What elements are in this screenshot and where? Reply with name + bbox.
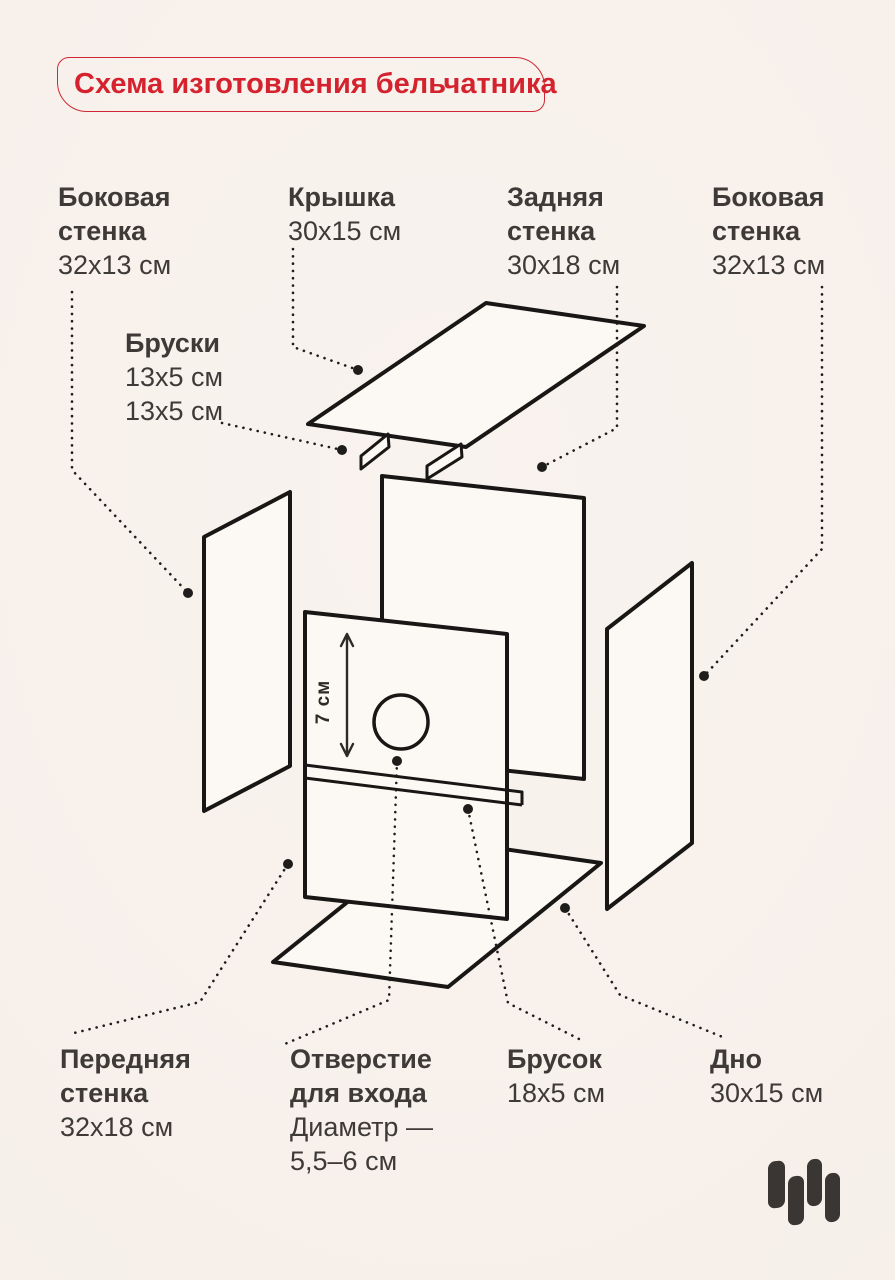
part-size: 5,5–6 см <box>290 1146 398 1176</box>
part-name: Боковая <box>712 182 825 212</box>
part-size: Диаметр — <box>290 1112 433 1142</box>
part-size: 18х5 см <box>507 1078 606 1108</box>
part-size: 30х15 см <box>288 216 402 246</box>
part-size: 13х5 см <box>125 396 224 426</box>
dimension-arrow <box>339 632 355 758</box>
label-bars: Бруски 13х5 см 13х5 см <box>125 326 223 428</box>
part-name: Дно <box>710 1044 763 1074</box>
part-name: Задняя <box>507 182 604 212</box>
label-side-wall-left: Боковая стенка 32х13 см <box>58 180 171 282</box>
lid-bar-left <box>359 432 391 471</box>
logo-bar-icon <box>768 1160 785 1209</box>
part-size: 13х5 см <box>125 362 224 392</box>
hole-dimension <box>339 632 355 758</box>
part-size: 30х18 см <box>507 250 621 280</box>
lid-panel <box>306 301 646 449</box>
label-lid: Крышка 30х15 см <box>288 180 401 248</box>
part-name: для входа <box>290 1078 427 1108</box>
dimension-label: 7 см <box>313 680 334 724</box>
lid-bar-right <box>425 442 464 481</box>
leader-side-wall-right <box>702 285 824 678</box>
part-size: 32х13 см <box>58 250 172 280</box>
label-side-wall-right: Боковая стенка 32х13 см <box>712 180 825 282</box>
entrance-hole <box>372 693 430 751</box>
label-back-wall: Задняя стенка 30х18 см <box>507 180 620 282</box>
part-name: стенка <box>712 216 801 246</box>
leader-side-wall-left <box>70 290 190 595</box>
logo-bar-icon <box>788 1175 804 1226</box>
label-front-wall: Передняя стенка 32х18 см <box>60 1042 191 1144</box>
leader-lid <box>291 247 360 372</box>
part-name: Брусок <box>507 1044 602 1074</box>
label-bar: Брусок 18х5 см <box>507 1042 605 1110</box>
front-wall-panel <box>303 610 509 921</box>
part-name: Отверстие <box>290 1044 432 1074</box>
label-entrance-hole: Отверстие для входа Диаметр — 5,5–6 см <box>290 1042 433 1178</box>
brand-logo-icon <box>765 1154 845 1230</box>
front-bar-strip <box>304 763 524 807</box>
leader-bars <box>220 421 344 452</box>
part-name: Крышка <box>288 182 396 212</box>
part-name: стенка <box>60 1078 149 1108</box>
part-name: Передняя <box>60 1044 191 1074</box>
leader-bar <box>466 807 587 1044</box>
leader-bottom <box>563 906 727 1040</box>
logo-bar-icon <box>825 1172 840 1223</box>
leader-front-wall <box>68 862 290 1036</box>
part-name: стенка <box>58 216 147 246</box>
part-size: 32х13 см <box>712 250 826 280</box>
logo-bar-icon <box>807 1158 822 1207</box>
part-size: 32х18 см <box>60 1112 174 1142</box>
part-size: 30х15 см <box>710 1078 824 1108</box>
leader-back-wall <box>540 285 619 469</box>
side-wall-right-panel <box>605 561 694 911</box>
part-name: Бруски <box>125 328 221 358</box>
leader-dots <box>183 365 709 913</box>
side-wall-left-panel <box>202 490 292 813</box>
leader-entrance-hole <box>278 759 399 1048</box>
page-title: Схема изготовления бельчатника <box>57 57 557 112</box>
label-bottom: Дно 30х15 см <box>710 1042 823 1110</box>
part-name: стенка <box>507 216 596 246</box>
part-name: Боковая <box>58 182 171 212</box>
